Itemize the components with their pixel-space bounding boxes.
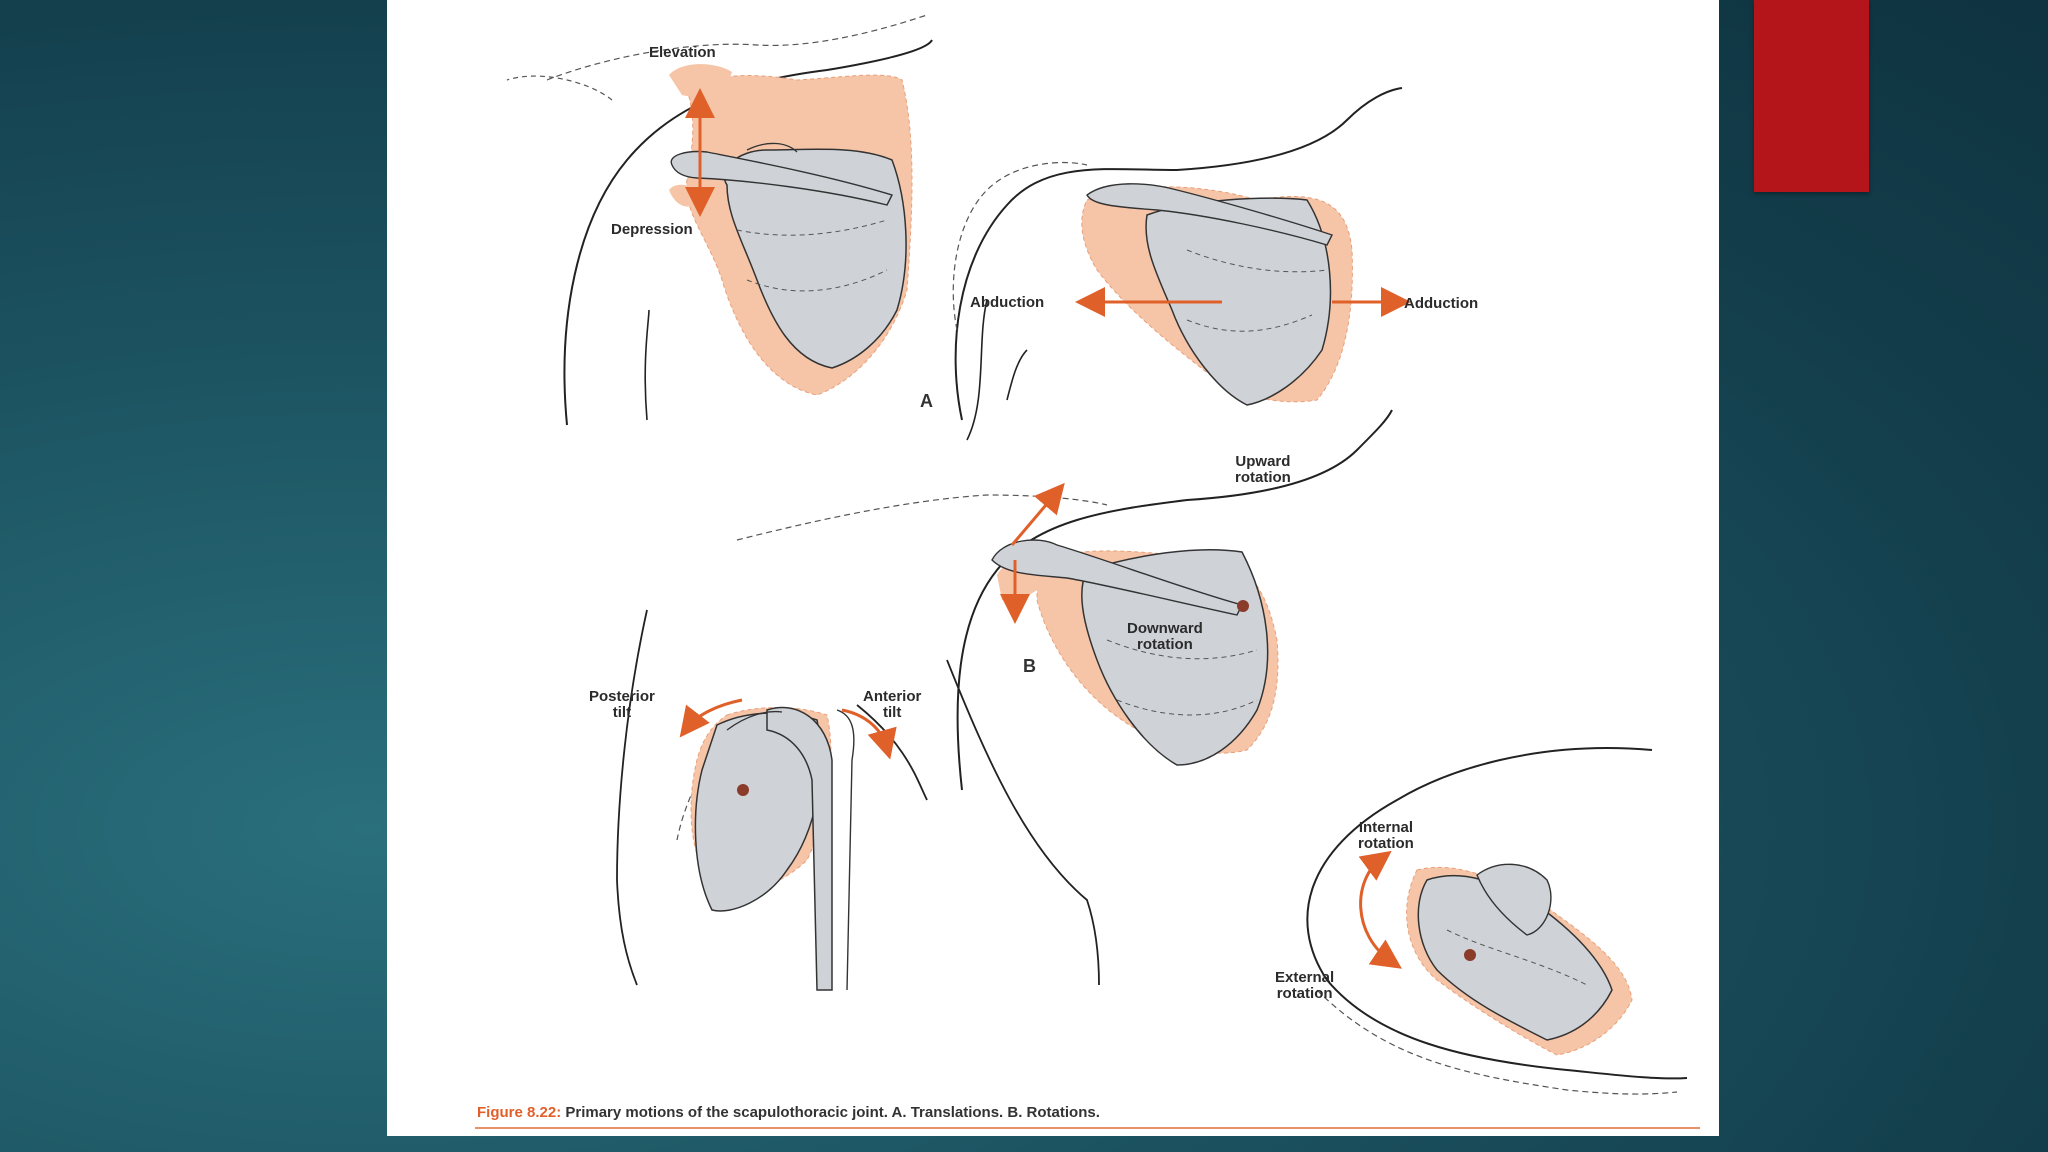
scapulothoracic-diagram — [506, 14, 1688, 1095]
panel-letter-a: A — [920, 391, 933, 411]
label-abduction: Abduction — [970, 294, 1045, 311]
internal-external-rotation-illustration — [1306, 747, 1688, 1095]
label-anterior-tilt: Anterior tilt — [863, 688, 922, 721]
label-adduction: Adduction — [1404, 295, 1479, 312]
label-internal-rotation: Internal rotation — [1358, 819, 1414, 852]
figure-number: Figure 8.22: — [477, 1104, 562, 1121]
upward-downward-rotation-illustration — [736, 409, 1393, 791]
red-accent-bar — [1754, 0, 1869, 192]
figure-caption-text: Primary motions of the scapulothoracic j… — [561, 1104, 1100, 1121]
label-external-rotation: External rotation — [1275, 969, 1335, 1002]
label-posterior-tilt: Posterior tilt — [589, 688, 655, 721]
label-downward-rotation: Downward rotation — [1127, 620, 1203, 653]
figure-panel: Elevation Depression Abduction Adduction… — [387, 0, 1719, 1136]
elevation-depression-illustration — [506, 14, 933, 426]
label-upward-rotation: Upward rotation — [1235, 453, 1291, 486]
abduction-adduction-illustration — [952, 87, 1411, 441]
figure-caption: Figure 8.22: Primary motions of the scap… — [477, 1104, 1100, 1121]
panel-letter-b: B — [1023, 656, 1036, 676]
anterior-posterior-tilt-illustration — [616, 609, 1100, 991]
label-elevation: Elevation — [649, 44, 716, 61]
label-depression: Depression — [611, 221, 693, 238]
caption-rule — [475, 1127, 1700, 1129]
